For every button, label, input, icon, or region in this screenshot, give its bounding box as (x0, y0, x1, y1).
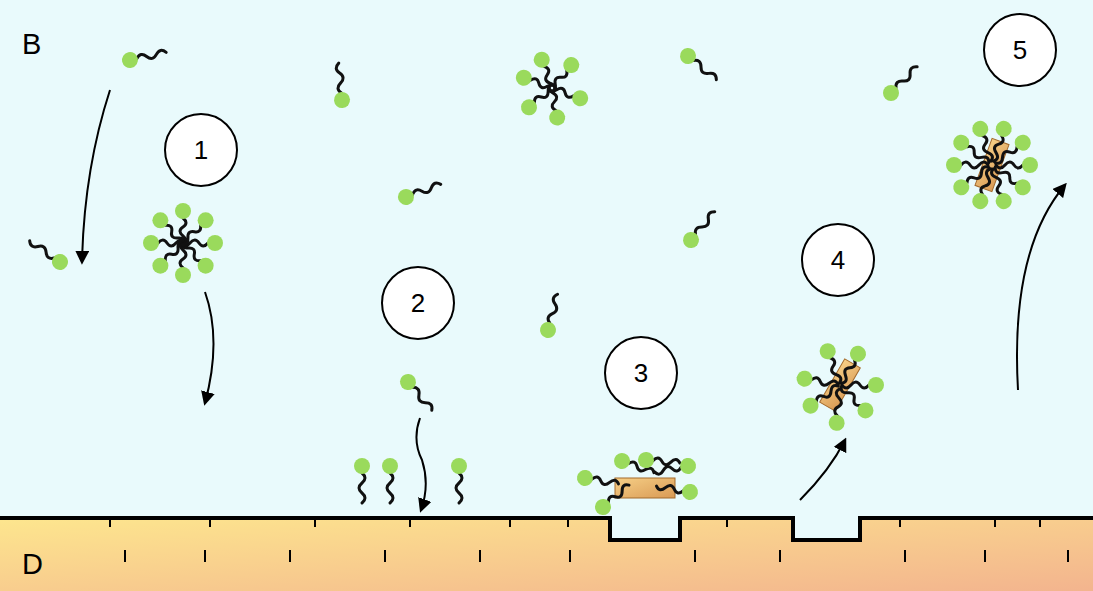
callout-number: 1 (194, 135, 208, 166)
region-label: B (22, 28, 41, 61)
region-label: D (22, 548, 43, 581)
callout-number: 2 (411, 288, 425, 319)
step-circle: 3 (604, 336, 678, 410)
callout-number: 4 (831, 245, 845, 276)
step-circle: 1 (164, 113, 238, 187)
callout-number: 3 (634, 358, 648, 389)
callout-number: 5 (1013, 35, 1027, 66)
step-circle: 5 (983, 13, 1057, 87)
step-circle: 2 (381, 266, 455, 340)
step-circle: 4 (801, 223, 875, 297)
